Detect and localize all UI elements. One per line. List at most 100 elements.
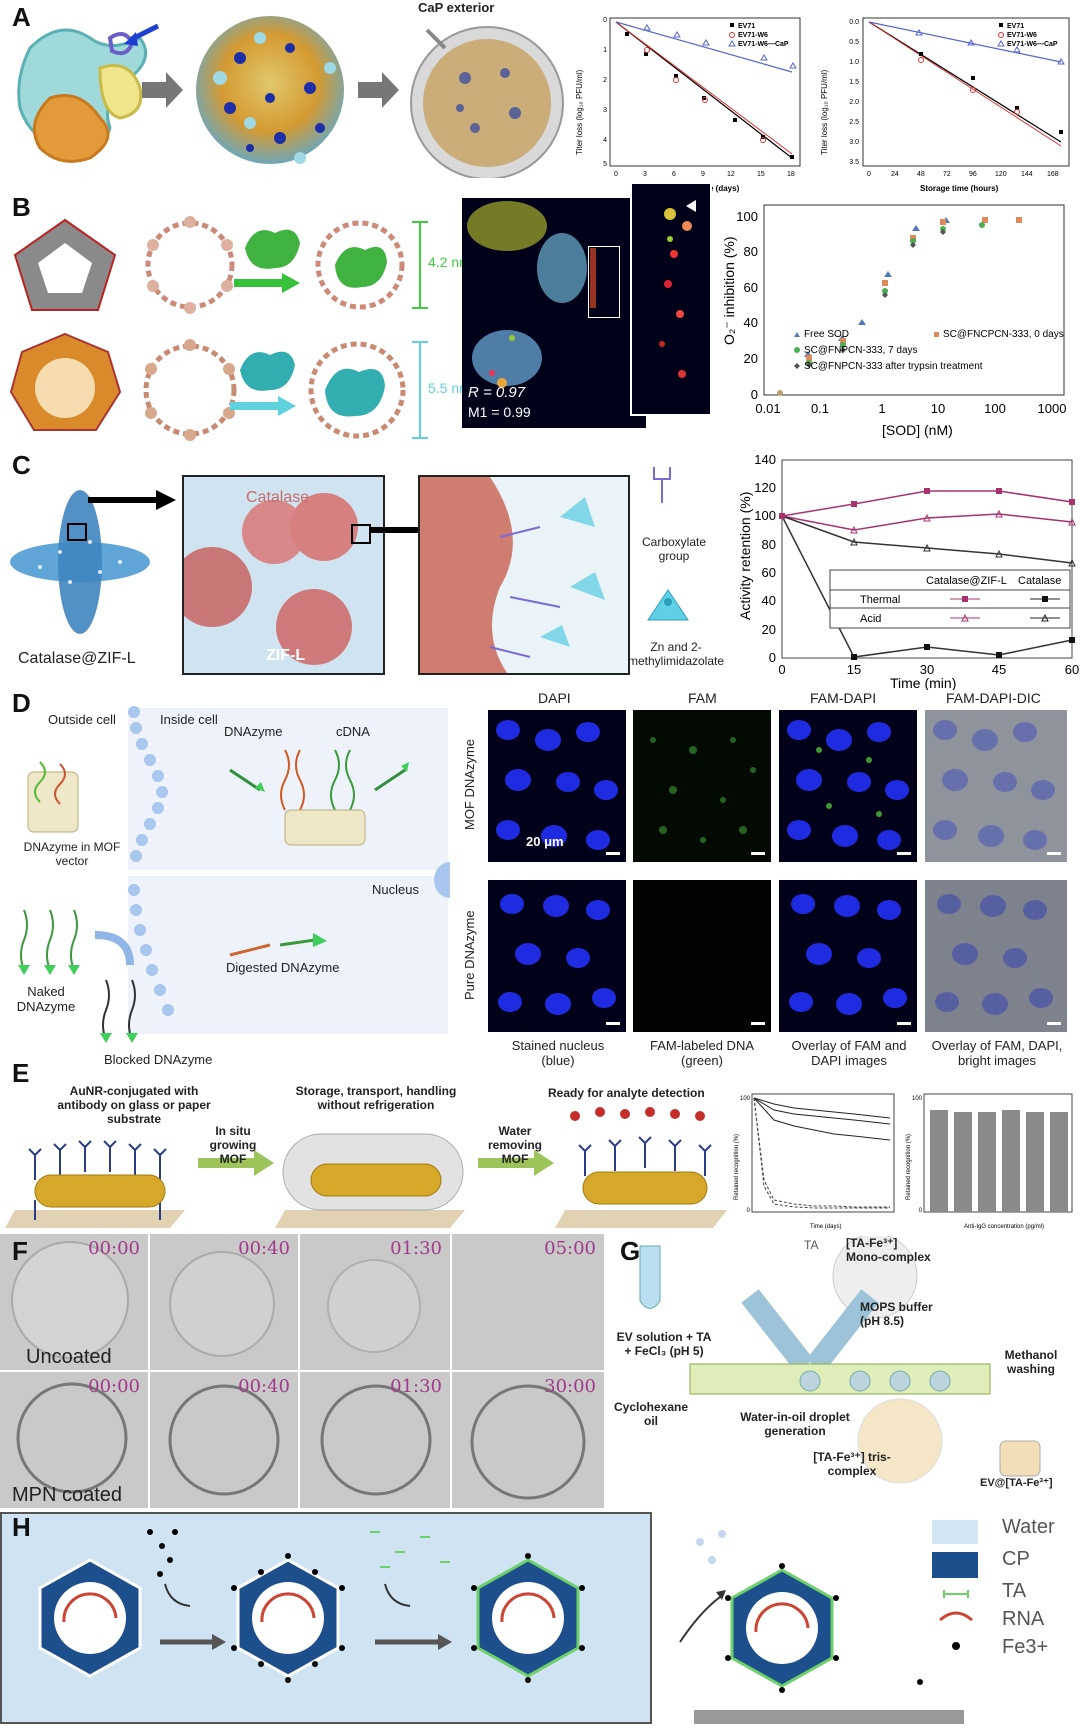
mof-cage-small	[145, 216, 235, 314]
f-time-top-3: 05:00	[544, 1238, 596, 1259]
green-protein-icon	[245, 229, 300, 269]
confocal-zoom	[630, 182, 712, 416]
dodecahedron-cage-icon	[9, 332, 122, 431]
digested-dna-icon	[229, 933, 327, 957]
legend-sc-0days: SC@FNCPCN-333, 0 days	[943, 329, 1064, 340]
inside-cell-label: Inside cell	[160, 712, 218, 727]
gray-arrow-icon	[358, 72, 399, 108]
svg-text:96: 96	[969, 171, 977, 178]
svg-text:0.0: 0.0	[849, 19, 859, 26]
svg-text:3: 3	[603, 107, 607, 114]
h-legend-water: Water	[1002, 1516, 1055, 1538]
h-legend-fe: Fe3+	[1002, 1636, 1049, 1658]
svg-text:0.01: 0.01	[755, 401, 780, 416]
f-uncoated-2: 01:30	[300, 1234, 450, 1370]
caption-overlay-bright: Overlay of FAM, DAPI, bright images	[931, 1038, 1063, 1068]
zif-l-leaf	[10, 490, 150, 634]
svg-text:40: 40	[762, 593, 776, 608]
virus-capsid	[196, 16, 344, 164]
chart-b-inhibition: O₂⁻ inhibition (%) [SOD] (nM) 0204060801…	[721, 204, 1066, 438]
zif-l-label: ZIF-L	[266, 647, 306, 664]
f-uncoated-1: 00:40	[150, 1234, 298, 1370]
cell-membrane	[128, 706, 174, 1016]
svg-text:2: 2	[603, 77, 607, 84]
e-step2-label: Storage, transport, handling without ref…	[295, 1084, 457, 1112]
svg-text:80: 80	[762, 537, 776, 552]
dim-label-4-2: 4.2 nm	[428, 254, 471, 270]
svg-text:0.1: 0.1	[811, 401, 829, 416]
dim-bracket-cyan	[412, 341, 428, 439]
col-title-fam-dapi-dic: FAM-DAPI-DIC	[946, 690, 1041, 706]
micro-mof-fam	[633, 710, 771, 862]
g-mops-label: MOPS buffer (pH 8.5)	[860, 1300, 933, 1328]
svg-text:3.0: 3.0	[849, 139, 859, 146]
mpn-coated-label: MPN coated	[12, 1484, 123, 1506]
dna-release-diagram	[229, 749, 409, 846]
svg-text:168: 168	[1047, 171, 1059, 178]
mof-vector-icon	[27, 761, 79, 833]
svg-text:100: 100	[736, 209, 758, 224]
caption-fam-dna: FAM-labeled DNA (green)	[649, 1038, 755, 1068]
svg-text:0: 0	[603, 17, 607, 24]
cap-coated-capsid	[410, 26, 564, 178]
g-methanol-label: Methanol washing	[1004, 1348, 1058, 1376]
gray-arrow-icon	[142, 72, 183, 108]
cell-interior-lower	[128, 876, 448, 1034]
f-time-top-2: 01:30	[390, 1238, 442, 1259]
f-uncoated-3: 05:00	[452, 1234, 604, 1370]
f-time-top-1: 00:40	[238, 1238, 290, 1259]
f-time-bottom-2: 01:30	[390, 1376, 442, 1397]
g-ev-solution-label: EV solution + TA + FeCl₃ (pH 5)	[616, 1330, 712, 1358]
catalase-zoom-panel: Catalase ZIF-L	[182, 475, 385, 675]
chart-b-xlabel: [SOD] (nM)	[882, 422, 953, 438]
svg-text:0: 0	[919, 1208, 923, 1214]
svg-text:2.0: 2.0	[849, 99, 859, 106]
svg-text:0.5: 0.5	[849, 39, 859, 46]
h-legend-cp: CP	[1002, 1548, 1030, 1570]
legend-c-acid: Acid	[860, 613, 881, 625]
aunr-substrate-1	[5, 1140, 185, 1228]
chart-b-ylabel: O₂⁻ inhibition (%)	[721, 236, 737, 345]
panel-letter-d: D	[12, 688, 31, 718]
zn-imidazolate-icon	[647, 589, 689, 621]
f-time-bottom-0: 00:00	[88, 1376, 140, 1397]
svg-text:24: 24	[891, 171, 899, 178]
micro-pure-fam	[633, 880, 771, 1032]
svg-text:60: 60	[1065, 662, 1079, 677]
cap-exterior-label: CaP exterior	[418, 0, 495, 15]
svg-text:140: 140	[754, 452, 776, 467]
svg-text:0: 0	[747, 1208, 751, 1214]
panel-letter-a: A	[12, 2, 31, 32]
chart-e-conc: Retained recognition (%) Anti-IgG concen…	[906, 1093, 1073, 1230]
nucleus-label: Nucleus	[372, 882, 419, 897]
f-coated-2: 01:30	[300, 1372, 450, 1508]
svg-text:0: 0	[867, 171, 871, 178]
naked-dnazyme-icon	[18, 909, 80, 975]
g-mono-label: [TA-Fe³⁺] Mono-complex	[846, 1236, 931, 1264]
chart-a2-ylabel: Titer loss (log₁₀ PFU/ml)	[820, 69, 829, 155]
svg-text:45: 45	[992, 662, 1006, 677]
e-step3-label: Ready for analyte detection	[548, 1086, 705, 1100]
f-time-bottom-3: 30:00	[544, 1376, 596, 1397]
loaded-cage-small	[315, 220, 405, 310]
chart-c-xlabel: Time (min)	[890, 675, 956, 690]
catalase-zif-label: Catalase@ZIF-L	[18, 650, 136, 667]
cyan-protein-icon	[240, 351, 295, 391]
panel-letter-b: B	[12, 192, 31, 222]
micro-pure-dapi	[488, 880, 626, 1032]
legend-ev71-w6-b: EV71-W6	[1007, 32, 1037, 39]
mof-cage-large	[143, 339, 237, 441]
black-arrow-icon	[88, 490, 176, 510]
svg-text:3.5: 3.5	[849, 159, 859, 166]
outside-cell-label: Outside cell	[48, 712, 116, 727]
h-legend-ta: TA	[1002, 1580, 1027, 1602]
svg-text:80: 80	[744, 244, 758, 259]
e-arrow1-label: In situ growing MOF	[209, 1124, 257, 1166]
e-arrow2-label: Water removing MOF	[487, 1124, 542, 1166]
green-arrow-e2	[478, 1150, 554, 1176]
confocal-image: R = 0.97 M1 = 0.99	[462, 198, 646, 428]
svg-text:0: 0	[614, 171, 618, 178]
legend-sc-7days: SC@FNPCN-333, 7 days	[804, 345, 918, 356]
blue-curve-arrow-icon	[94, 931, 134, 966]
dim-bracket-green	[412, 221, 428, 309]
